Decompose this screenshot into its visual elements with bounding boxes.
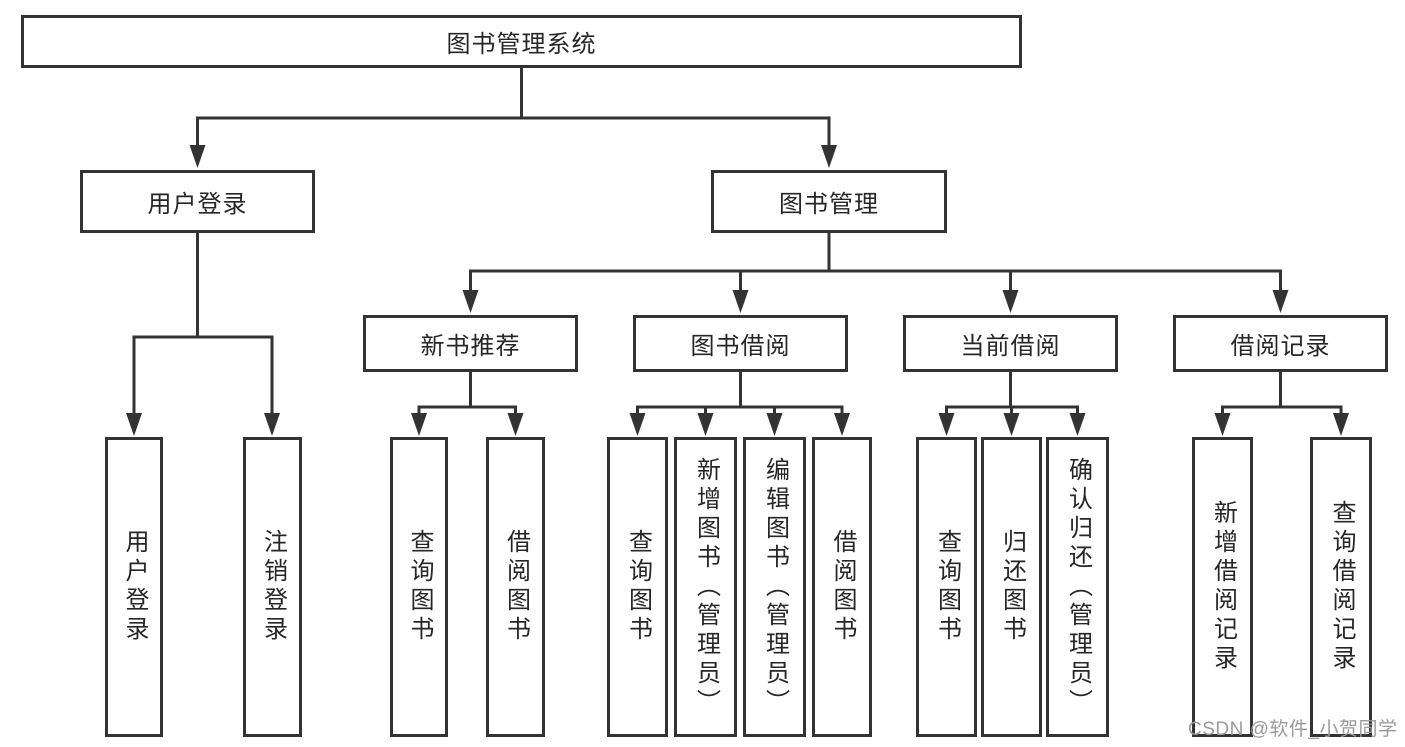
leaf-query-books-recommend: 查询图书 xyxy=(390,437,448,737)
connector-root-to-level2 xyxy=(196,66,831,149)
connector-user-login-children xyxy=(132,231,274,416)
arrowheads-user-login-children xyxy=(126,413,280,436)
leaf-query-borrow-record: 查询借阅记录 xyxy=(1310,437,1372,737)
arrowheads-level3 xyxy=(462,290,1289,313)
leaf-logout: 注销登录 xyxy=(243,437,302,737)
connector-book-management-children xyxy=(469,231,1282,292)
connector-borrowing-records-children xyxy=(1221,370,1343,416)
connector-book-borrowing-children xyxy=(636,370,844,416)
connector-new-book-recommend-children xyxy=(417,370,517,416)
node-book-borrowing: 图书借阅 xyxy=(633,315,848,372)
node-book-management: 图书管理 xyxy=(711,170,947,233)
leaf-borrow-books-recommend: 借阅图书 xyxy=(486,437,545,737)
leaf-borrow-books-borrowing: 借阅图书 xyxy=(812,437,872,737)
connector-current-borrowing-children xyxy=(945,370,1079,416)
leaf-confirm-return-admin: 确认归还（管理员） xyxy=(1046,437,1109,737)
leaf-add-book-admin: 新增图书（管理员） xyxy=(674,437,737,737)
node-new-book-recommend: 新书推荐 xyxy=(363,315,578,372)
node-current-borrowing: 当前借阅 xyxy=(903,315,1118,372)
leaf-return-book: 归还图书 xyxy=(981,437,1042,737)
node-user-login: 用户登录 xyxy=(80,170,315,233)
leaf-user-login: 用户登录 xyxy=(105,437,163,737)
leaf-query-books-current: 查询图书 xyxy=(916,437,977,737)
leaf-edit-book-admin: 编辑图书（管理员） xyxy=(743,437,806,737)
node-library-management-system: 图书管理系统 xyxy=(21,15,1022,68)
leaf-add-borrow-record: 新增借阅记录 xyxy=(1192,437,1253,737)
csdn-watermark: CSDN @软件_小贺同学 xyxy=(1188,719,1398,740)
node-borrowing-records: 借阅记录 xyxy=(1173,315,1388,372)
leaf-query-books-borrowing: 查询图书 xyxy=(607,437,668,737)
arrowheads-level2 xyxy=(189,145,837,168)
arrowheads-leaves xyxy=(411,413,1349,436)
